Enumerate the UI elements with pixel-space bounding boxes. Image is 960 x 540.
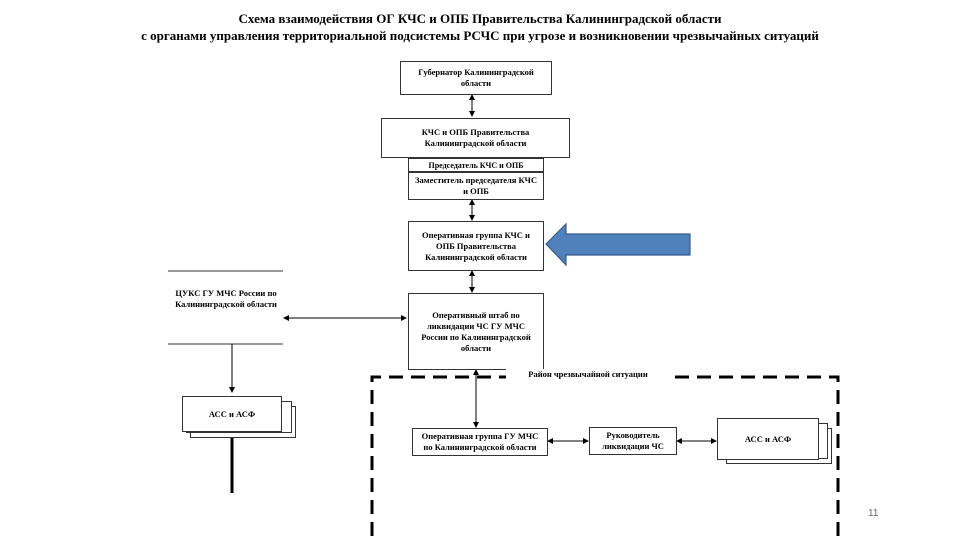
node-tsuks: ЦУКС ГУ МЧС России по Калининградской об… (175, 288, 277, 309)
node-deputy: Заместитель председателя КЧС и ОПБ (408, 172, 544, 200)
page-number: 11 (868, 508, 879, 519)
highlight-arrow-icon (545, 222, 691, 267)
node-governor: Губернатор Калининградской области (400, 61, 552, 95)
node-op-group-gu: Оперативная группа ГУ МЧС по Калининград… (412, 428, 548, 456)
node-chairman: Председатель КЧС и ОПБ (408, 158, 544, 172)
node-kchs: КЧС и ОПБ Правительства Калининградской … (381, 118, 570, 158)
node-ass-right: АСС и АСФ (717, 418, 819, 460)
emergency-zone-label: Район чрезвычайной ситуации (506, 369, 670, 380)
node-ass-left: АСС и АСФ (182, 396, 282, 432)
node-operational-hq: Оперативный штаб по ликвидации ЧС ГУ МЧС… (408, 293, 544, 370)
diagram-title-line-1: Схема взаимодействия ОГ КЧС и ОПБ Правит… (238, 11, 722, 26)
node-liquidation-head: Руководитель ликвидации ЧС (589, 427, 677, 455)
emergency-zone-border (370, 375, 840, 536)
node-operative-group: Оперативная группа КЧС и ОПБ Правительст… (408, 221, 544, 271)
diagram-title-line-2: с органами управления территориальной по… (141, 28, 819, 43)
